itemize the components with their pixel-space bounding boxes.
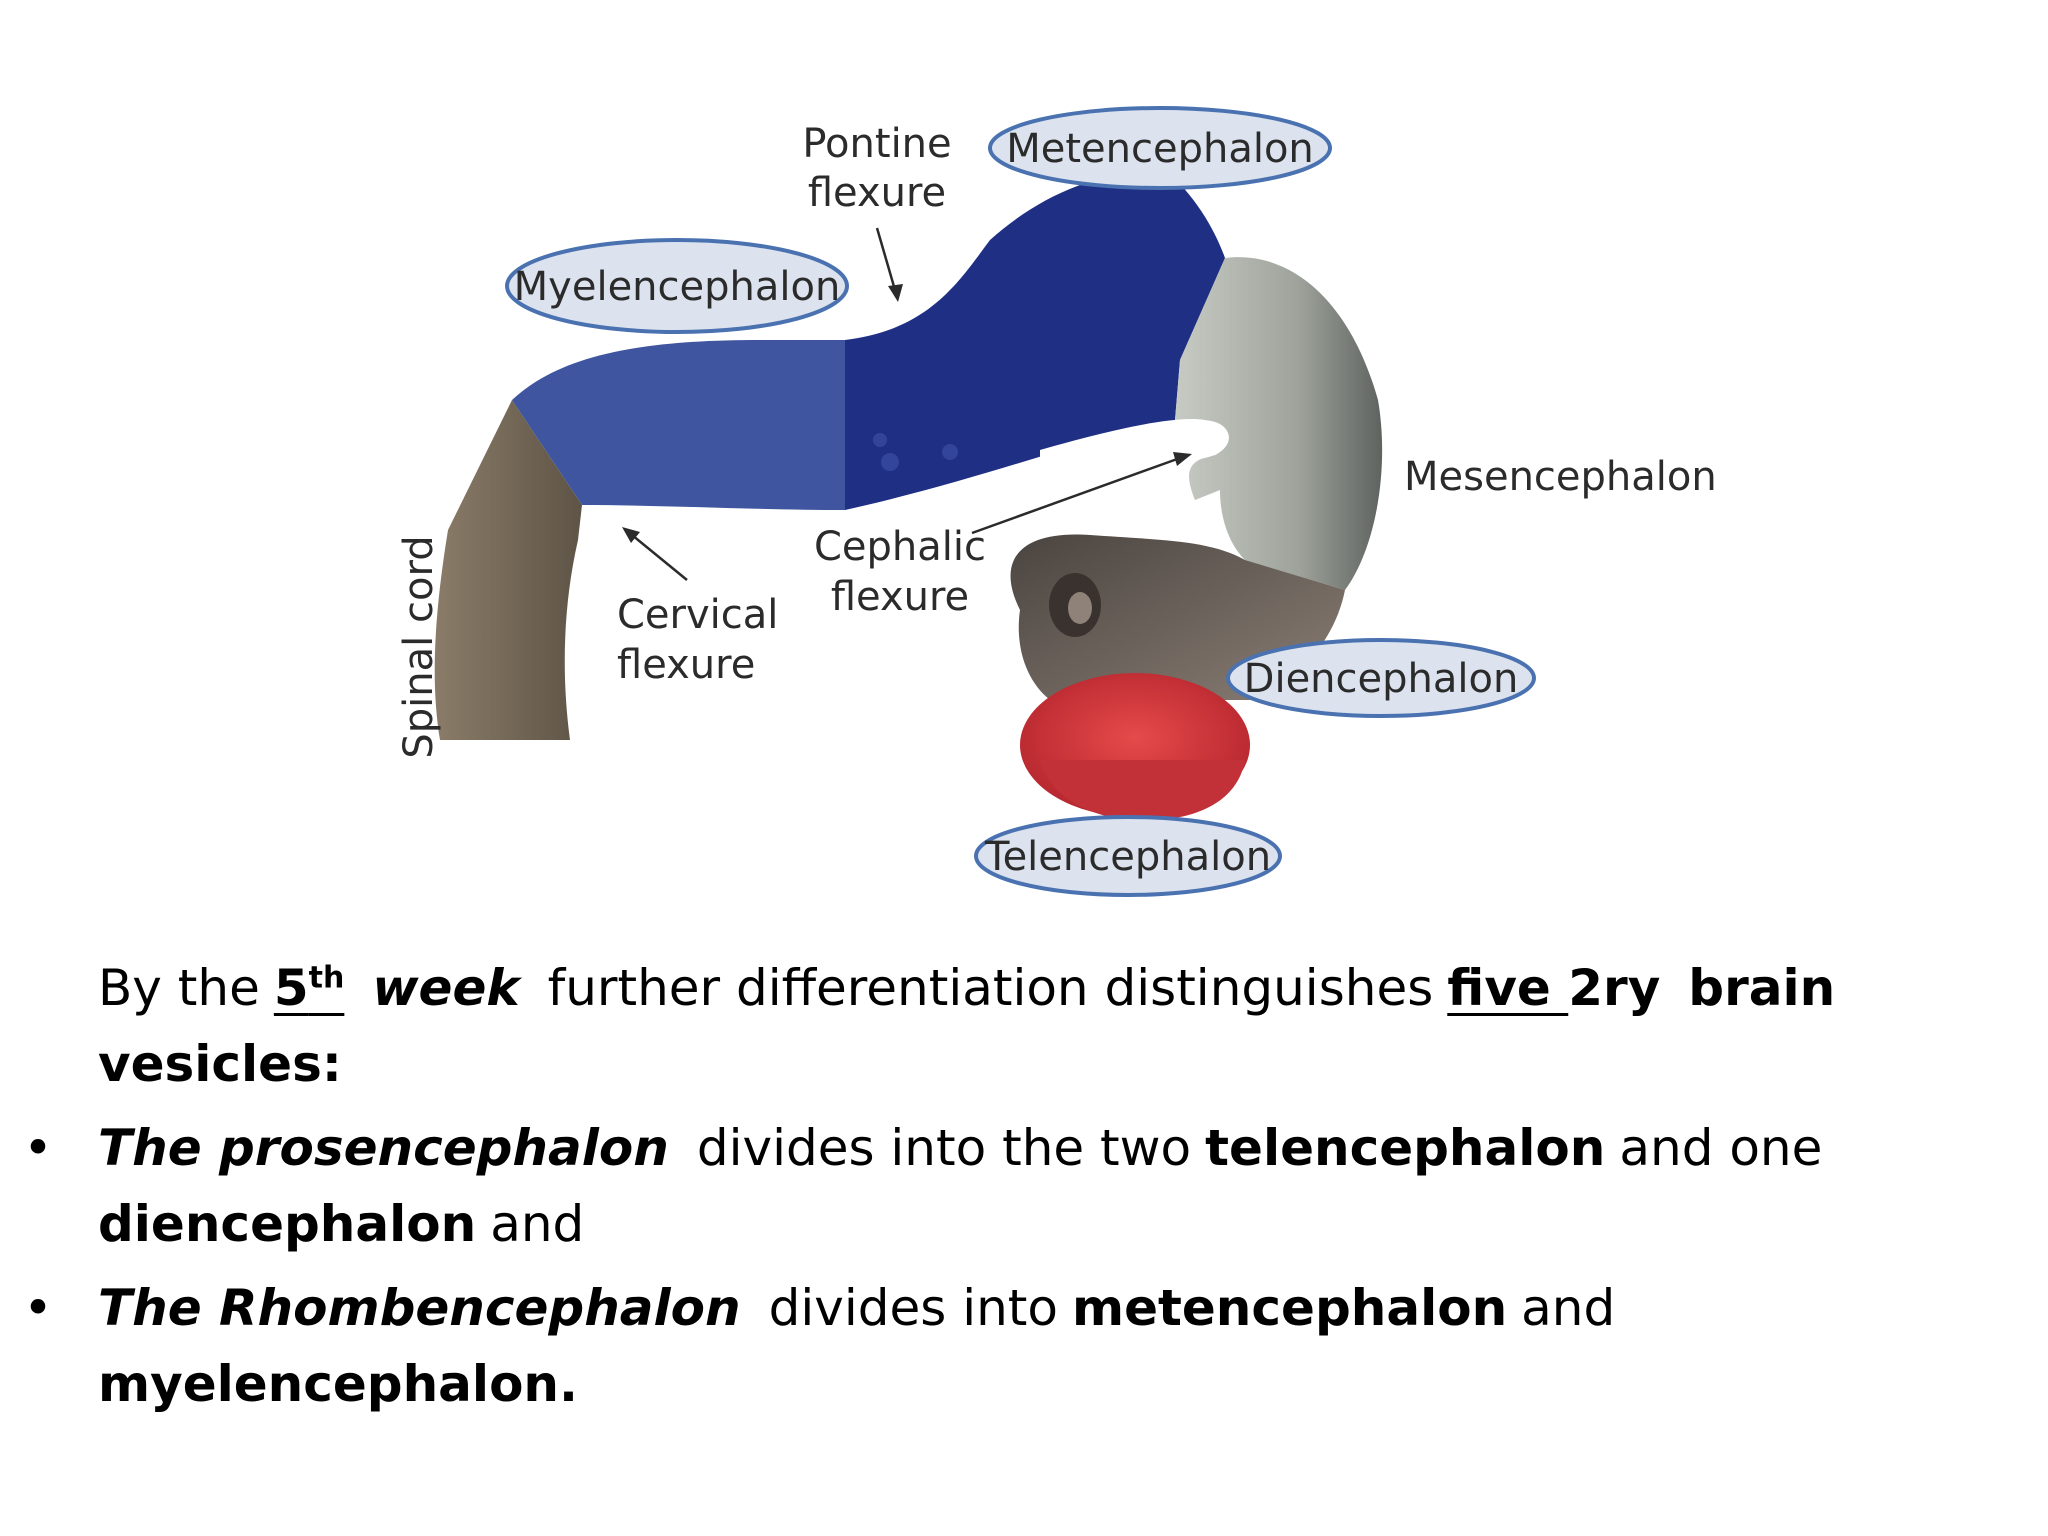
metencephalon-label: Metencephalon [1006, 126, 1314, 172]
spinal-cord-region [434, 400, 582, 740]
cephalic-arrow [971, 456, 1181, 535]
myelencephalon-region [512, 340, 845, 510]
cephalic-flexure-label-line2: flexure [831, 574, 969, 620]
vesicles-word: vesicles: [98, 1035, 342, 1093]
cephalic-arrowhead [1173, 452, 1192, 466]
telencephalon-lower [1040, 760, 1245, 821]
prosencephalon-term: The prosencephalon [98, 1119, 669, 1177]
superscript: th [308, 960, 345, 996]
metencephalon-region [845, 170, 1225, 510]
diencephalon-oval [1226, 638, 1536, 718]
pontine-flexure-label-line1: Pontine [802, 121, 951, 167]
myelencephalon-label: Myelencephalon [514, 264, 841, 310]
brain-vesicles-diagram: Pontine flexure Metencephalon Myelenceph… [396, 106, 1717, 897]
cervical-flexure-label-line1: Cervical [617, 592, 778, 638]
bullet-prosencephalon: • The prosencephalon divides into the two… [0, 1110, 2048, 1262]
diencephalon-term: diencephalon [98, 1195, 477, 1253]
text-run: 5 [273, 959, 309, 1017]
cervical-flexure-label-line2: flexure [617, 642, 755, 688]
mesencephalon-label: Mesencephalon [1404, 454, 1717, 500]
telencephalon-label: Telencephalon [984, 834, 1271, 880]
myelencephalon-term: myelencephalon. [98, 1355, 579, 1413]
pontine-arrow [875, 227, 897, 291]
telencephalon-term: telencephalon [1205, 1119, 1606, 1177]
mesencephalon-region [1175, 257, 1383, 590]
metencephalon-oval [988, 106, 1332, 190]
myelencephalon-oval [505, 238, 849, 334]
cervical-arrow [631, 534, 688, 581]
fifth-number: 5th [274, 959, 345, 1017]
rhombomere-spot [873, 433, 887, 447]
rhombomere-spot [942, 444, 958, 460]
metencephalon-term: metencephalon [1071, 1279, 1508, 1337]
text-run: and one [1619, 1119, 1823, 1177]
rhombencephalon-term: The Rhombencephalon [98, 1279, 741, 1337]
optic-cup-inner [1068, 592, 1092, 624]
spinal-cord-label: Spinal cord [396, 535, 442, 758]
two-ry-word: 2ry [1568, 959, 1661, 1017]
rhombomere-spot [881, 453, 899, 471]
week-word: week [372, 959, 520, 1017]
bullet-marker: • [23, 1119, 53, 1177]
text-run: By the [98, 959, 260, 1017]
pontine-flexure-label-line2: flexure [808, 170, 946, 216]
cervical-arrowhead [622, 527, 640, 543]
telencephalon-oval [974, 815, 1282, 897]
text-run: and [1521, 1279, 1616, 1337]
pontine-arrowhead [888, 284, 903, 302]
five-word: five [1447, 959, 1569, 1017]
text-run: and [490, 1195, 585, 1253]
text-run: divides into the two [696, 1119, 1192, 1177]
text-run: further differentiation distinguishes [547, 959, 1434, 1017]
brain-word: brain [1688, 959, 1836, 1017]
bullet-marker: • [23, 1279, 53, 1337]
text-run: divides into [768, 1279, 1058, 1337]
diencephalon-label: Diencephalon [1244, 656, 1519, 702]
cephalic-flexure-label-line1: Cephalic [814, 524, 986, 570]
